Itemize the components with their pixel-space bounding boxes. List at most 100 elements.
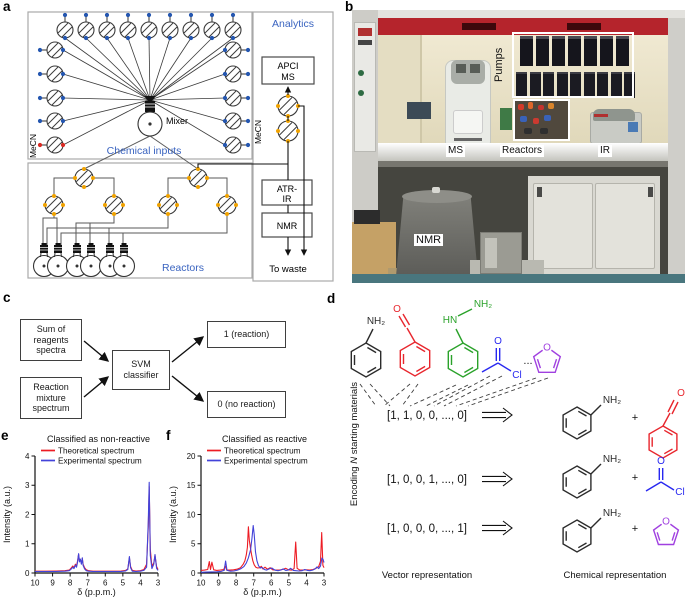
syringe-pump bbox=[568, 36, 581, 66]
pumps-highlight-box bbox=[512, 32, 634, 98]
valve-icon bbox=[157, 194, 179, 216]
vector-2: [1, 0, 0, 1, ..., 0] bbox=[387, 474, 467, 486]
panel-letter-d: d bbox=[327, 291, 336, 306]
pump-icon bbox=[222, 136, 251, 154]
table-item bbox=[354, 210, 380, 224]
reactor-part bbox=[518, 104, 524, 110]
pump-icon bbox=[140, 12, 158, 41]
apci-ms-box bbox=[261, 56, 315, 85]
pump-icon bbox=[56, 12, 74, 41]
reactors-highlight-box bbox=[513, 99, 570, 141]
syringe-pump bbox=[624, 72, 635, 98]
x-axis-label: δ (p.p.m.) bbox=[77, 587, 116, 597]
implies-arrows bbox=[482, 407, 513, 536]
y-axis-label: Intensity (a.u.) bbox=[2, 486, 12, 543]
valve-icon bbox=[216, 194, 238, 216]
syringe-pump bbox=[552, 36, 565, 66]
x-tick-label: 7 bbox=[251, 579, 256, 588]
ms-top-detail bbox=[456, 64, 466, 73]
door-handle bbox=[648, 187, 653, 197]
y-tick-label: 1 bbox=[25, 540, 30, 549]
aniline-nh2-label: NH₂ bbox=[367, 316, 385, 327]
syringe-pump bbox=[583, 72, 595, 98]
reactor-part bbox=[548, 103, 554, 109]
panel-letter-c: c bbox=[3, 290, 11, 305]
row2-cl-label: Cl bbox=[675, 487, 684, 498]
x-tick-label: 10 bbox=[197, 579, 206, 588]
row2-o-label: O bbox=[657, 456, 665, 467]
chemical-representation-caption: Chemical representation bbox=[564, 570, 667, 581]
reactor-part bbox=[540, 128, 548, 134]
row3-nh2-label: NH₂ bbox=[603, 508, 621, 519]
apci-ms-label-2: MS bbox=[281, 72, 295, 82]
vector-representation-caption: Vector representation bbox=[382, 570, 472, 581]
aux-module bbox=[407, 102, 431, 119]
spectrum-line bbox=[200, 526, 325, 571]
syringe-pump bbox=[600, 36, 613, 66]
y-tick-label: 3 bbox=[25, 481, 30, 490]
syringe-pumps-row bbox=[512, 10, 636, 100]
syringe-pump bbox=[597, 72, 608, 98]
valve-icon bbox=[276, 94, 300, 118]
apci-ms-label-1: APCI bbox=[277, 61, 298, 71]
pairing-row-3 bbox=[562, 515, 680, 553]
x-tick-label: 5 bbox=[287, 579, 292, 588]
chemical-inputs-box bbox=[27, 11, 253, 160]
y-tick-label: 0 bbox=[25, 569, 30, 578]
x-tick-label: 3 bbox=[156, 579, 161, 588]
axes bbox=[200, 456, 324, 574]
legend-label: Theoretical spectrum bbox=[58, 446, 135, 455]
panel-letter-e: e bbox=[1, 428, 9, 443]
x-tick-label: 5 bbox=[121, 579, 126, 588]
panel-letter-f: f bbox=[166, 428, 171, 443]
pump-icon bbox=[182, 12, 200, 41]
nmr-box-label: NMR bbox=[277, 221, 298, 231]
x-tick-label: 6 bbox=[103, 579, 108, 588]
mixer-label: Mixer bbox=[166, 116, 188, 126]
hydrazine-hn-label: HN bbox=[443, 315, 457, 326]
reactors-photo-label: Reactors bbox=[500, 145, 545, 157]
x-tick-label: 3 bbox=[322, 579, 327, 588]
encoding-axis-label: Encoding N starting materials bbox=[349, 382, 360, 506]
atr-ir-label-1: ATR- bbox=[277, 184, 297, 194]
legend-label: Experimental spectrum bbox=[58, 456, 142, 465]
legend-label: Theoretical spectrum bbox=[224, 446, 301, 455]
vacuum-pump-detail bbox=[485, 238, 497, 268]
ms-photo-label: MS bbox=[446, 145, 465, 157]
pump-icon bbox=[37, 41, 66, 59]
pumps-label: Pumps bbox=[493, 47, 505, 83]
pump-icon bbox=[37, 112, 66, 130]
y-tick-label: 5 bbox=[191, 540, 196, 549]
pump-icon bbox=[119, 12, 137, 41]
furan-ring bbox=[532, 346, 562, 373]
spectrum-line bbox=[35, 481, 159, 573]
row3-o-label: O bbox=[662, 517, 670, 528]
tubing-lines bbox=[42, 37, 234, 245]
y-tick-label: 0 bbox=[191, 569, 196, 578]
chart-title: Classified as reactive bbox=[222, 434, 307, 444]
valve-icon bbox=[276, 119, 300, 143]
analytics-label: Analytics bbox=[272, 18, 314, 30]
flow-box-no-reaction: 0 (no reaction) bbox=[207, 391, 286, 418]
x-tick-label: 9 bbox=[50, 579, 55, 588]
syringe-pump bbox=[570, 72, 581, 98]
flow-box-svm-classifier: SVM classifier bbox=[112, 350, 170, 390]
y-tick-label: 10 bbox=[187, 510, 196, 519]
row3-plus: + bbox=[632, 523, 638, 535]
panel-letter-b: b bbox=[345, 0, 354, 14]
y-tick-label: 15 bbox=[187, 481, 196, 490]
control-buttons bbox=[358, 28, 372, 36]
row2-plus: + bbox=[632, 472, 638, 484]
atr-ir-label-2: IR bbox=[283, 194, 293, 204]
legend-label: Experimental spectrum bbox=[224, 456, 308, 465]
cabinet-door bbox=[595, 183, 655, 269]
syringe-pump bbox=[529, 72, 541, 98]
nmr-photo-label: NMR bbox=[414, 234, 444, 246]
axes bbox=[34, 456, 158, 574]
pump-icon bbox=[222, 41, 251, 59]
bench-edge bbox=[378, 161, 668, 167]
syringe-pump bbox=[556, 72, 568, 98]
pump-icon bbox=[98, 12, 116, 41]
